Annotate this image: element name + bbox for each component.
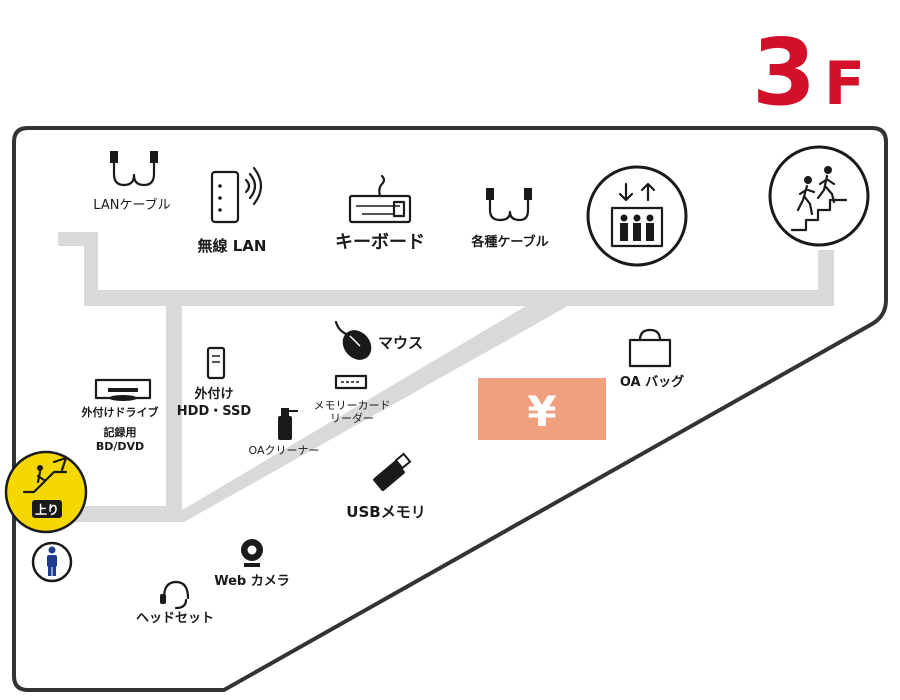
area-card-reader[interactable]: メモリーカード リーダー <box>314 374 391 425</box>
escalator-label-bg <box>32 500 62 518</box>
area-bd-dvd[interactable]: 記録用 BD/DVD <box>96 425 144 453</box>
lan-cable-label: LANケーブル <box>93 197 170 213</box>
aisle-center-vertical <box>166 306 182 520</box>
floor-indicator: 3 F <box>752 19 865 126</box>
card-reader-line1: メモリーカード <box>314 399 391 412</box>
floor-suffix: F <box>824 49 865 119</box>
escalator-circle <box>4 450 88 534</box>
card-reader-icon <box>334 374 368 390</box>
area-usb-memory[interactable]: USBメモリ <box>346 452 426 521</box>
optical-drive-icon <box>94 378 152 401</box>
area-external-drive[interactable]: 外付けドライブ <box>81 378 159 419</box>
restroom-man-icon <box>47 546 57 576</box>
escalator-label: 上り <box>35 502 59 517</box>
floor-outline <box>12 126 888 692</box>
restroom[interactable] <box>31 541 73 583</box>
card-reader-line2: リーダー <box>330 411 374 425</box>
yen-symbol: ¥ <box>527 387 556 436</box>
usb-memory-label: USBメモリ <box>346 503 425 521</box>
oa-bag-label: OA バッグ <box>620 374 684 390</box>
spray-icon <box>278 408 298 440</box>
area-oa-cleaner[interactable]: OAクリーナー <box>249 408 320 457</box>
stairs-icon <box>790 166 848 232</box>
wireless-router-icon <box>210 166 263 224</box>
cable-icon <box>486 188 532 222</box>
wireless-lan-label: 無線 LAN <box>198 237 267 255</box>
aisle-diagonal <box>162 306 568 522</box>
bd-dvd-line1: 記録用 <box>104 425 137 439</box>
area-keyboard[interactable]: キーボード <box>335 174 425 253</box>
web-camera-label: Web カメラ <box>214 574 290 589</box>
escalator-up[interactable]: 上り <box>4 450 88 534</box>
area-lan-cable[interactable]: LANケーブル <box>93 151 171 213</box>
area-oa-bag[interactable]: OA バッグ <box>620 328 684 390</box>
hdd-icon <box>206 346 226 380</box>
area-headset[interactable]: ヘッドセット <box>136 580 214 626</box>
external-drive-label: 外付けドライブ <box>81 405 159 419</box>
aisles <box>58 232 834 522</box>
mouse-icon <box>334 320 372 360</box>
area-wireless-lan[interactable]: 無線 LAN <box>198 166 267 255</box>
mouse-label: マウス <box>378 334 423 352</box>
keyboard-icon <box>348 174 412 224</box>
area-web-camera[interactable]: Web カメラ <box>214 539 290 589</box>
floor-number: 3 <box>752 19 816 126</box>
various-cables-label: 各種ケーブル <box>470 234 548 250</box>
escalator-icon <box>22 456 68 494</box>
aisle-main-horizontal <box>84 290 834 306</box>
headset-icon <box>160 580 190 610</box>
area-mouse[interactable]: マウス <box>334 320 423 366</box>
area-various-cables[interactable]: 各種ケーブル <box>470 188 549 250</box>
webcam-icon <box>241 539 263 567</box>
external-hdd-line1: 外付け <box>193 386 233 402</box>
register[interactable]: ¥ <box>478 378 606 440</box>
oa-cleaner-label: OAクリーナー <box>249 444 320 457</box>
external-hdd-line2: HDD・SSD <box>177 404 252 419</box>
register-counter[interactable] <box>478 378 606 440</box>
lan-cable-icon <box>110 151 158 187</box>
bd-dvd-line2: BD/DVD <box>96 440 144 453</box>
aisle-left-down <box>84 232 98 306</box>
stairs[interactable] <box>768 145 870 247</box>
keyboard-label: キーボード <box>335 232 425 253</box>
bag-icon <box>628 328 672 368</box>
aisle-bottom-horizontal <box>72 506 182 522</box>
elevator-icon <box>610 182 664 248</box>
aisle-right-up <box>818 250 834 306</box>
elevator[interactable] <box>586 165 688 267</box>
headset-label: ヘッドセット <box>136 611 214 626</box>
usb-memory-icon <box>373 452 412 491</box>
area-external-hdd[interactable]: 外付け HDD・SSD <box>177 346 252 419</box>
